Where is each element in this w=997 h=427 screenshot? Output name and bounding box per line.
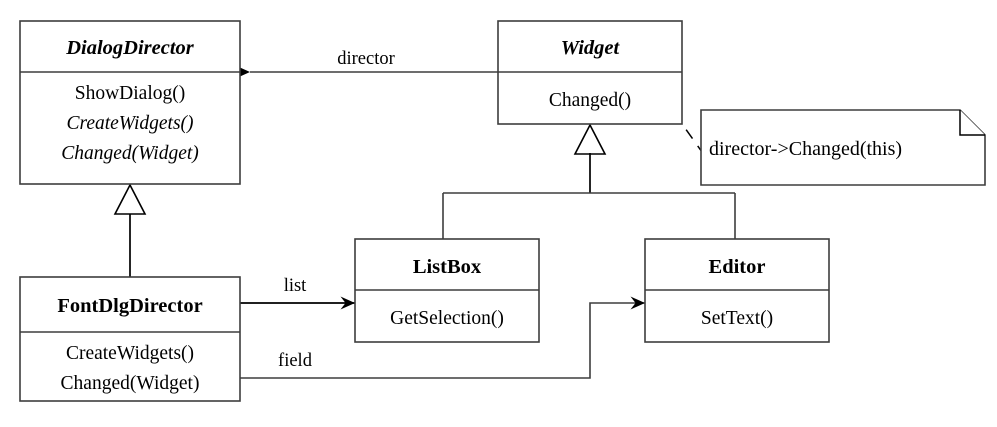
generalization-triangle-widget	[573, 123, 607, 155]
relation-fontdlgdirector-to-dialogdirector	[113, 183, 147, 277]
class-name-font-dlg-director: FontDlgDirector	[57, 295, 202, 317]
class-box-widget[interactable]: Widget Changed()	[497, 20, 683, 125]
class-name-dialog-director: DialogDirector	[65, 37, 195, 59]
relation-fontdlgdirector-to-listbox: list	[240, 276, 355, 310]
edge-label-field: field	[278, 351, 313, 371]
class-member-changed: Changed()	[549, 90, 631, 111]
class-member-set-text: SetText()	[701, 308, 773, 329]
class-name-list-box: ListBox	[413, 256, 482, 278]
class-member-changed-widget: Changed(Widget)	[61, 143, 199, 164]
class-name-widget: Widget	[561, 37, 621, 59]
class-member-show-dialog: ShowDialog()	[75, 83, 186, 104]
class-name-editor: Editor	[709, 256, 766, 278]
note-fold-corner	[959, 110, 985, 136]
class-box-outline-font-dlg-director	[19, 276, 241, 402]
class-member-create-widgets: CreateWidgets()	[66, 113, 193, 134]
class-box-dialog-director[interactable]: DialogDirector ShowDialog() CreateWidget…	[19, 20, 241, 185]
generalization-triangle-fontdlg	[113, 183, 147, 215]
class-box-list-box[interactable]: ListBox GetSelection()	[354, 238, 540, 343]
class-box-font-dlg-director[interactable]: FontDlgDirector CreateWidgets() Changed(…	[19, 276, 241, 402]
class-box-outline-dialog-director	[19, 20, 241, 185]
relation-widgets-to-widget	[442, 123, 736, 239]
edge-label-list: list	[284, 276, 307, 296]
association-line-field	[240, 296, 645, 379]
relation-fontdlgdirector-to-editor: field	[240, 296, 645, 379]
class-member-changed-widget-impl: Changed(Widget)	[61, 373, 200, 394]
class-box-editor[interactable]: Editor SetText()	[644, 238, 830, 343]
relation-widget-to-dialogdirector: director	[235, 49, 498, 79]
note-changed-call[interactable]: director->Changed(this)	[700, 109, 986, 186]
note-outline	[700, 109, 986, 186]
edge-label-director: director	[337, 49, 395, 69]
class-member-get-selection: GetSelection()	[390, 308, 504, 329]
class-member-create-widgets-impl: CreateWidgets()	[66, 343, 194, 364]
note-text: director->Changed(this)	[709, 138, 902, 160]
